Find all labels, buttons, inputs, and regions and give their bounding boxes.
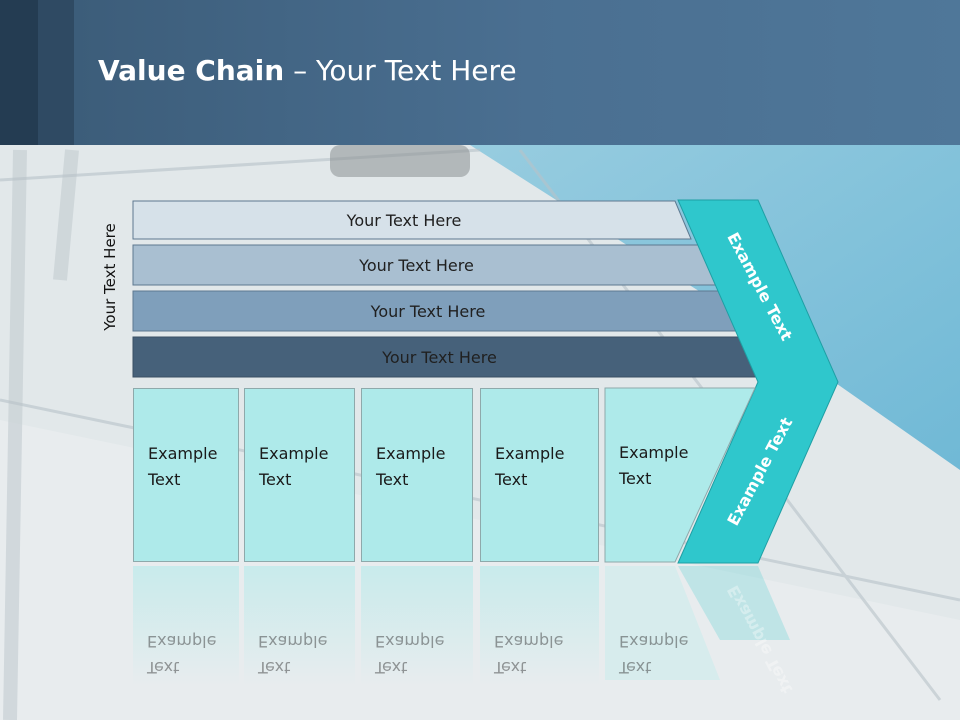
activity-box-5: Example Text	[605, 388, 715, 562]
refl-1-line2: Text	[147, 658, 180, 677]
title-bold: Value Chain	[98, 54, 285, 87]
refl-2-line1: Example	[258, 632, 328, 651]
box-2-line2: Text	[259, 470, 292, 489]
box-5-line1: Example	[619, 443, 689, 462]
chevron-shape	[677, 199, 839, 564]
box-1-line2: Text	[148, 470, 181, 489]
refl-4-line2: Text	[494, 658, 527, 677]
header-accent-dark	[0, 0, 38, 145]
box-reflection-5-text: Text Example	[605, 566, 715, 686]
refl-5-line1: Example	[619, 632, 689, 651]
box-reflection-3: Text Example	[361, 566, 473, 686]
title-bar: Value Chain – Your Text Here	[0, 0, 960, 145]
refl-5-line2: Text	[619, 658, 652, 677]
box-3-line1: Example	[376, 444, 446, 463]
chevron-reflection	[678, 566, 790, 640]
box-reflection-1: Text Example	[133, 566, 239, 686]
refl-2-line2: Text	[258, 658, 291, 677]
bar-1: Your Text Here	[133, 201, 691, 239]
header-accent	[38, 0, 74, 145]
activity-box-2: Example Text	[244, 388, 355, 562]
bar-4-label: Your Text Here	[382, 347, 497, 367]
activity-box-4: Example Text	[480, 388, 599, 562]
title-rest: – Your Text Here	[284, 54, 517, 87]
refl-4-line1: Example	[494, 632, 564, 651]
bar-shape-1	[132, 200, 692, 240]
box-reflection-5	[605, 566, 720, 680]
refl-1-line1: Example	[147, 632, 217, 651]
refl-3-line2: Text	[375, 658, 408, 677]
box-shape-5	[604, 387, 756, 563]
activity-box-3: Example Text	[361, 388, 473, 562]
box-3-line2: Text	[376, 470, 409, 489]
activity-box-1: Example Text	[133, 388, 239, 562]
box-reflection-4: Text Example	[480, 566, 599, 686]
box-5-line2: Text	[619, 469, 652, 488]
bar-2: Your Text Here	[133, 246, 716, 284]
bar-4: Your Text Here	[133, 338, 762, 376]
bar-3: Your Text Here	[133, 292, 739, 330]
box-reflection-2: Text Example	[244, 566, 355, 686]
bar-3-label: Your Text Here	[370, 301, 486, 321]
box-4-line1: Example	[495, 444, 565, 463]
box-2-line1: Example	[259, 444, 329, 463]
box-1-line1: Example	[148, 444, 218, 463]
refl-3-line1: Example	[375, 632, 445, 651]
box-4-line2: Text	[495, 470, 528, 489]
bar-2-label: Your Text Here	[359, 255, 474, 275]
bar-1-label: Your Text Here	[346, 210, 462, 230]
slide-title: Value Chain – Your Text Here	[98, 54, 517, 87]
